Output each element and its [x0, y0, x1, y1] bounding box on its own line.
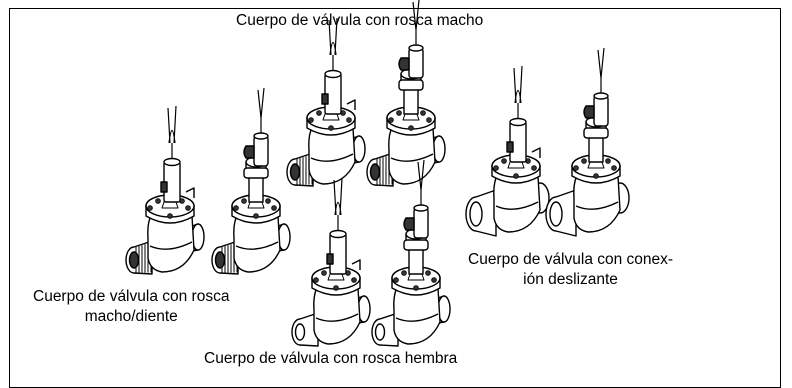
valve-female-b: [371, 159, 451, 347]
label-slip: Cuerpo de válvula con conex- ión desliza…: [468, 251, 674, 288]
label-female-thread: Cuerpo de válvula con rosca hembra: [204, 350, 458, 367]
valve-male-a: [286, 17, 366, 187]
valve-slip-b: [545, 47, 630, 237]
label-male-thread: Cuerpo de válvula con rosca macho: [236, 12, 484, 29]
valve-male-barb-b: [211, 87, 291, 275]
label-male-barb: Cuerpo de válvula con rosca macho/diente: [33, 288, 230, 325]
valve-illustration: [125, 0, 630, 347]
valve-male-barb-a: [125, 105, 205, 275]
valve-slip-a: [465, 65, 550, 237]
valve-female-a: [291, 177, 371, 347]
